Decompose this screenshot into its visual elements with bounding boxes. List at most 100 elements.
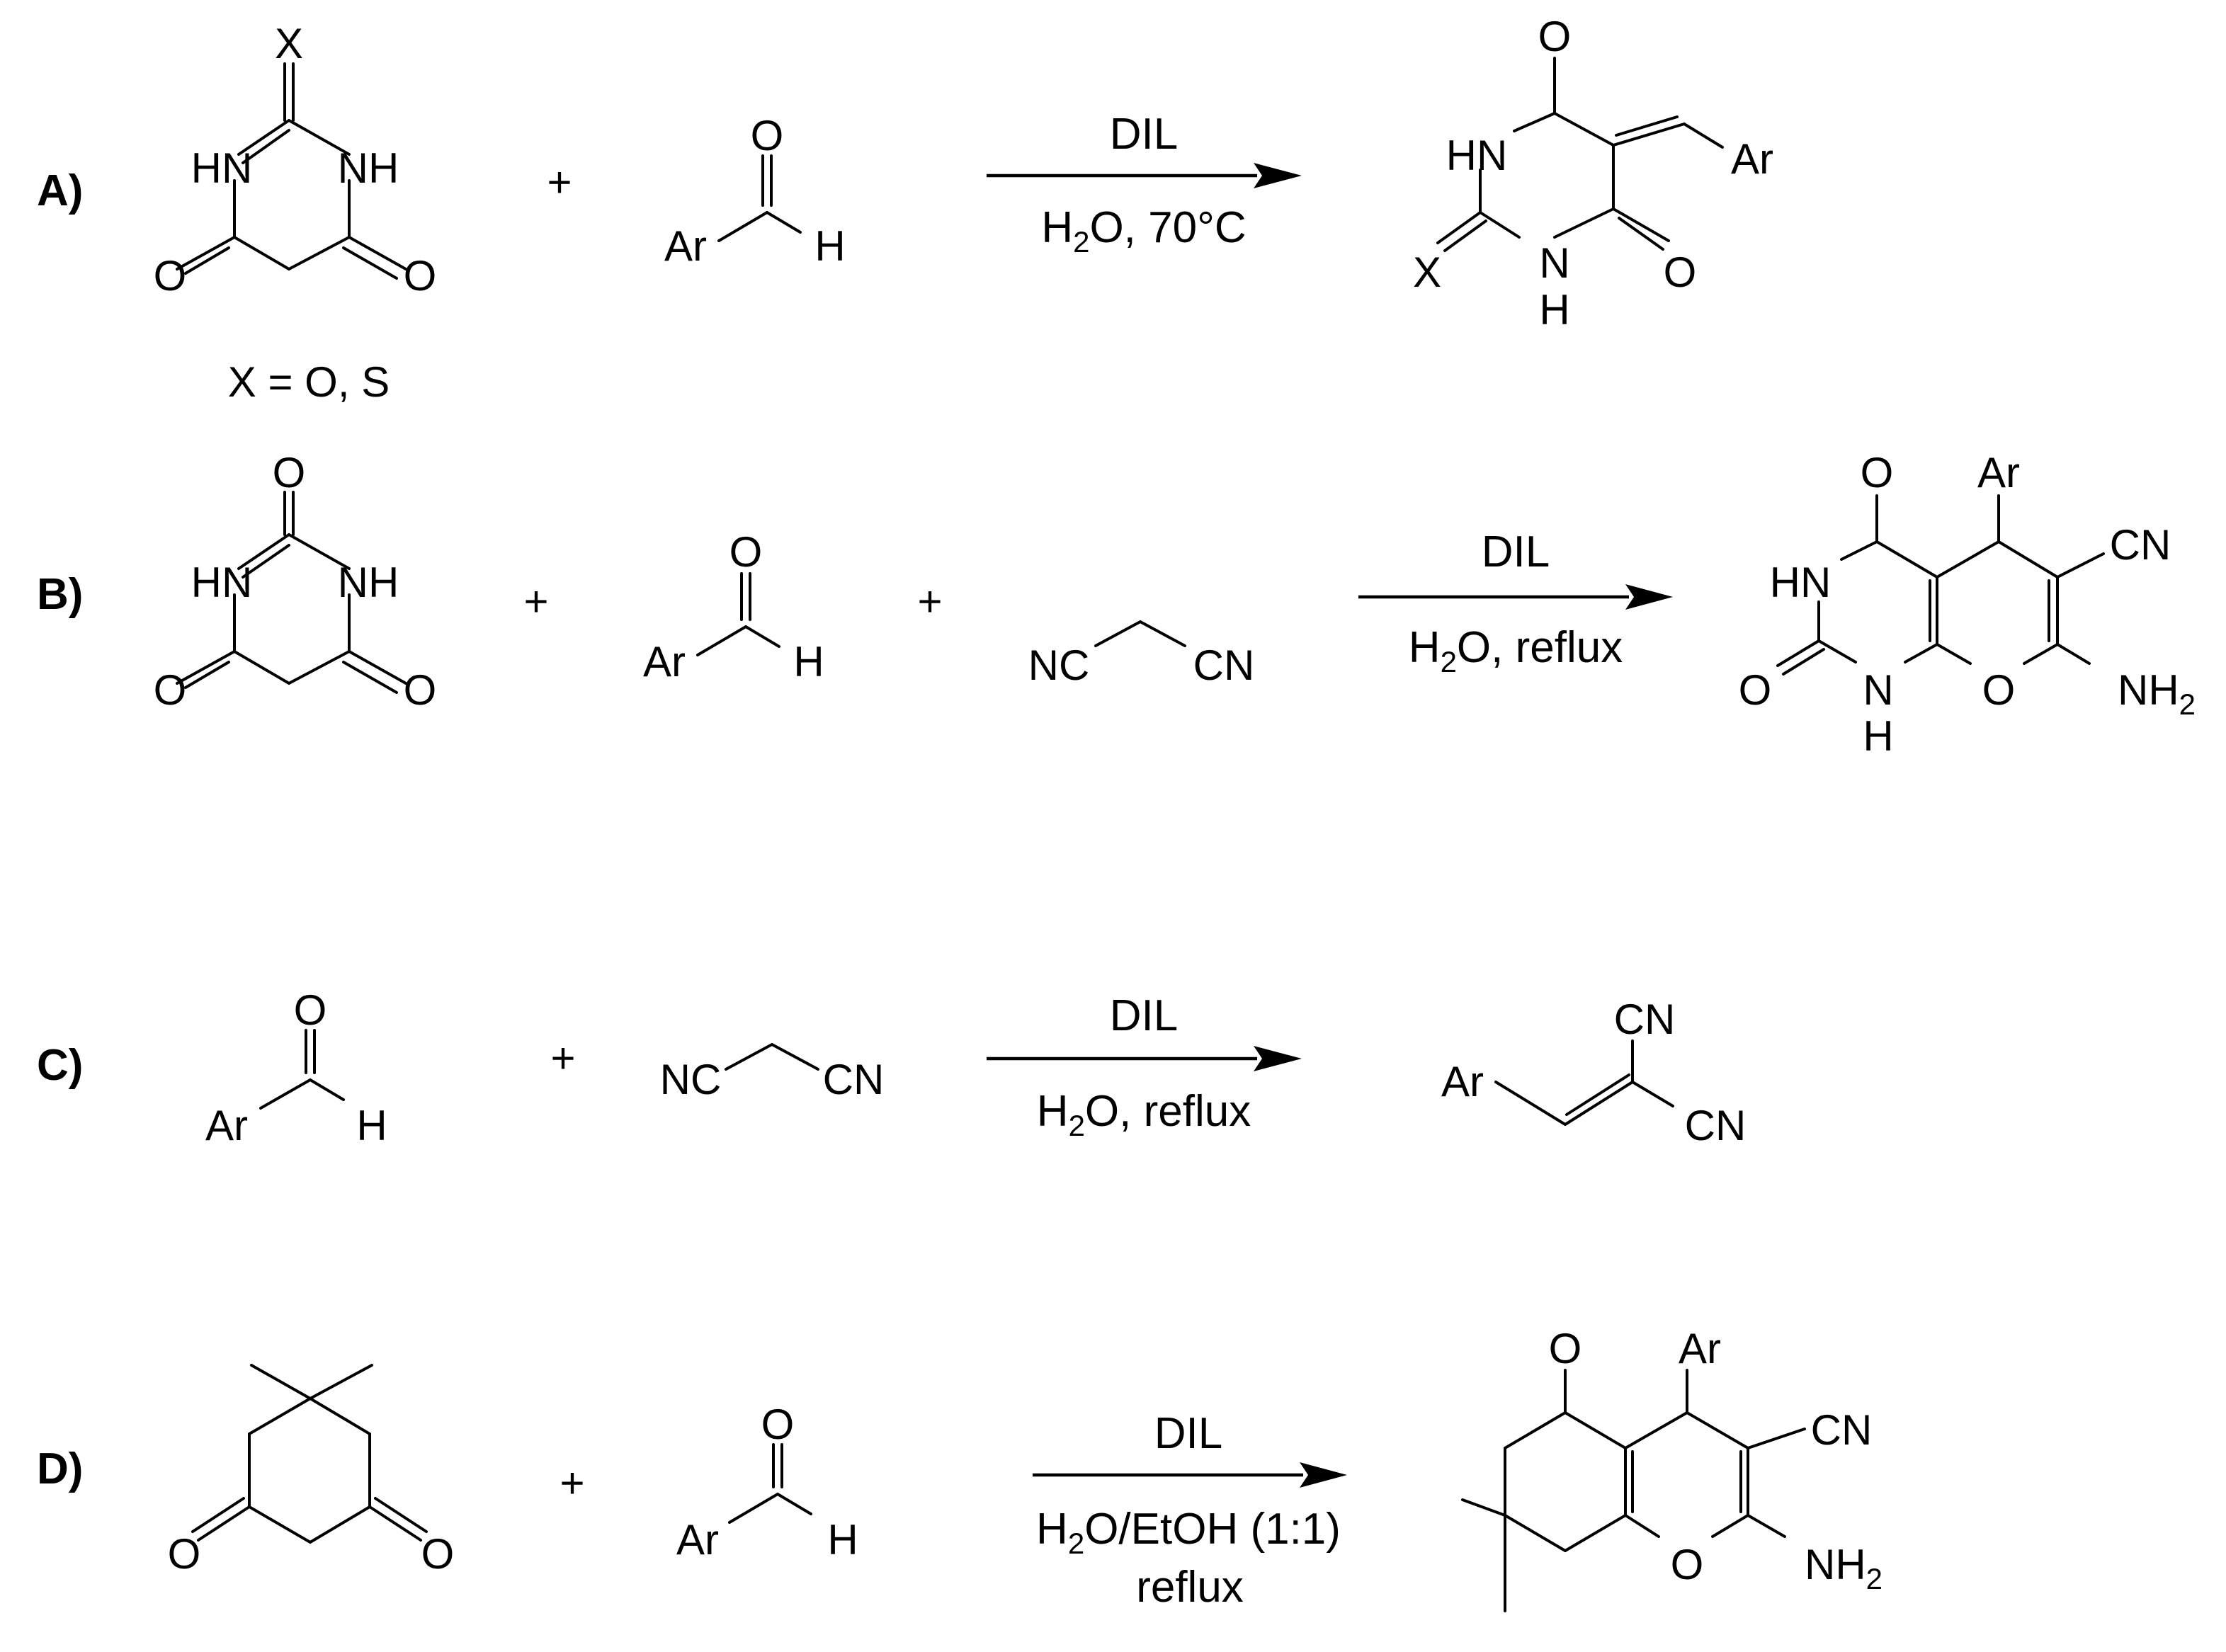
atom-o: O <box>1549 1325 1582 1372</box>
conditions-label-line2: reflux <box>1136 1563 1244 1612</box>
bond <box>259 1029 345 1110</box>
conditions-label: H2O, reflux <box>1409 623 1623 678</box>
atom-n: N <box>1863 666 1893 714</box>
plus-sign: + <box>523 578 548 625</box>
catalyst-label: DIL <box>1110 991 1178 1040</box>
atom-ar: Ar <box>1731 135 1773 183</box>
atom-ar: Ar <box>676 1516 719 1563</box>
atom-o: O <box>404 666 437 714</box>
atom-ar: Ar <box>664 222 707 270</box>
atom-cn: CN <box>1685 1102 1747 1149</box>
scheme-d: D) O O + O Ar H DIL H2O/EtOH (1:1) reflu… <box>37 1325 1883 1612</box>
atom-hn: HN <box>191 559 253 606</box>
scheme-b-product: O Ar CN HN O N H O NH2 <box>1739 449 2196 760</box>
scheme-a-reaction-arrow: DIL H2O, 70°C <box>987 110 1302 258</box>
atom-hn: HN <box>1446 132 1508 179</box>
atom-x: X <box>275 20 303 67</box>
bond <box>1494 1039 1674 1126</box>
bond <box>728 1443 812 1524</box>
scheme-a-aldehyde: O Ar H <box>664 112 846 270</box>
atom-h: H <box>1863 712 1893 760</box>
atom-cn: CN <box>1193 642 1255 689</box>
atom-n: N <box>1539 239 1569 287</box>
catalyst-label: DIL <box>1482 528 1550 576</box>
scheme-b-aldehyde: O Ar H <box>643 528 824 685</box>
atom-h: H <box>356 1102 387 1149</box>
arrow-head <box>1254 1046 1302 1071</box>
atom-ar: Ar <box>1977 449 2020 496</box>
scheme-c-aldehyde: O Ar H <box>205 986 387 1149</box>
scheme-d-product: O Ar CN O NH2 <box>1461 1325 1883 1612</box>
atom-o: O <box>1861 449 1894 496</box>
atom-o: O <box>154 252 187 300</box>
conditions-label: H2O, 70°C <box>1041 203 1246 258</box>
atom-o-ring: O <box>1671 1541 1704 1588</box>
plus-sign: + <box>560 1459 584 1507</box>
scheme-c-malononitrile: NC CN <box>660 1042 885 1103</box>
arrow-head <box>1254 163 1302 188</box>
plus-sign: + <box>547 159 572 206</box>
atom-h: H <box>827 1516 858 1563</box>
atom-nc: NC <box>1028 642 1090 689</box>
atom-o: O <box>421 1530 455 1578</box>
atom-o: O <box>729 528 763 576</box>
scheme-c-tag: C) <box>37 1041 83 1090</box>
bond <box>696 572 780 656</box>
atom-o: O <box>273 449 306 496</box>
plus-sign: + <box>550 1035 575 1082</box>
x-definition-note: X = O, S <box>228 358 390 406</box>
atom-o-ring: O <box>1982 666 2016 714</box>
atom-ar: Ar <box>1441 1058 1484 1105</box>
scheme-b-malononitrile: NC CN <box>1028 620 1255 689</box>
atom-cn: CN <box>823 1056 885 1103</box>
bond <box>1461 1369 1806 1612</box>
atom-nh2: NH2 <box>1805 1541 1883 1595</box>
atom-ar: Ar <box>205 1102 248 1149</box>
atom-cn: CN <box>1811 1406 1873 1454</box>
arrow-head <box>1300 1462 1347 1488</box>
atom-o: O <box>168 1530 201 1578</box>
arrow-head <box>1625 584 1673 610</box>
catalyst-label: DIL <box>1110 110 1178 159</box>
atom-h: H <box>793 638 824 685</box>
scheme-b-barbituric-acid: O HN NH O O <box>154 449 437 714</box>
atom-nh2: NH2 <box>2118 666 2196 721</box>
bond <box>176 491 407 694</box>
atom-o: O <box>761 1401 795 1448</box>
scheme-c-product: Ar CN CN <box>1441 996 1746 1149</box>
atom-o: O <box>751 112 784 159</box>
scheme-b: B) O HN NH O O + O Ar H + NC CN <box>37 449 2196 760</box>
atom-cn: CN <box>2110 521 2171 569</box>
atom-hn: HN <box>191 144 253 192</box>
bond <box>725 1042 819 1071</box>
atom-o: O <box>1739 666 1772 714</box>
atom-o: O <box>1538 13 1572 60</box>
atom-ar: Ar <box>1679 1325 1721 1372</box>
atom-h: H <box>814 222 845 270</box>
atom-ar: Ar <box>643 638 686 685</box>
scheme-c-reaction-arrow: DIL H2O, reflux <box>987 991 1302 1142</box>
bond <box>1436 57 1724 252</box>
plus-sign: + <box>917 578 942 625</box>
atom-x: X <box>1413 249 1441 296</box>
atom-o: O <box>294 986 327 1034</box>
bond <box>191 1364 428 1544</box>
atom-nh: NH <box>338 559 399 606</box>
scheme-d-tag: D) <box>37 1445 83 1493</box>
scheme-b-tag: B) <box>37 570 83 619</box>
bond <box>176 62 407 280</box>
atom-h: H <box>1539 286 1569 334</box>
atom-hn: HN <box>1770 559 1832 606</box>
catalyst-label: DIL <box>1154 1409 1222 1458</box>
bond <box>1776 494 2105 676</box>
atom-o: O <box>1664 249 1697 296</box>
scheme-a-barbituric-acid: X HN NH O O X = O, S <box>154 20 437 406</box>
scheme-a: A) X HN NH O O X = O, S + O Ar H DIL H2O… <box>37 13 1773 406</box>
scheme-c: C) O Ar H + NC CN DIL H2O, reflux Ar CN … <box>37 986 1746 1149</box>
atom-nc: NC <box>660 1056 722 1103</box>
atom-o: O <box>404 252 437 300</box>
scheme-d-dimedone: O O <box>168 1364 455 1578</box>
scheme-b-reaction-arrow: DIL H2O, reflux <box>1358 528 1673 678</box>
atom-nh: NH <box>338 144 399 192</box>
